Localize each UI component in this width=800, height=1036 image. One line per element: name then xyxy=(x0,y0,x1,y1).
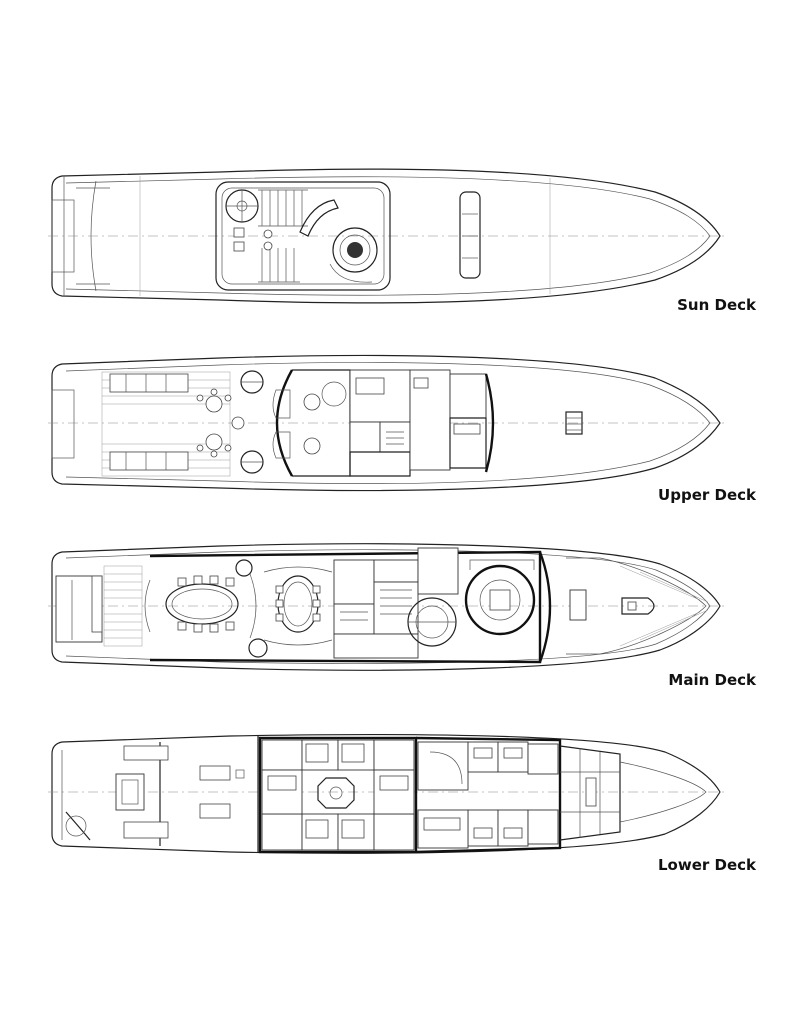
upper-deck-label: Upper Deck xyxy=(658,486,756,504)
upper-deck-plan xyxy=(48,354,724,492)
sun-deck-plan xyxy=(48,168,724,304)
lower-deck-plan xyxy=(48,733,724,854)
sun-deck-label: Sun Deck xyxy=(677,296,756,314)
main-deck-plan xyxy=(48,543,724,671)
main-deck-label: Main Deck xyxy=(668,671,756,689)
lower-deck-label: Lower Deck xyxy=(657,856,756,874)
